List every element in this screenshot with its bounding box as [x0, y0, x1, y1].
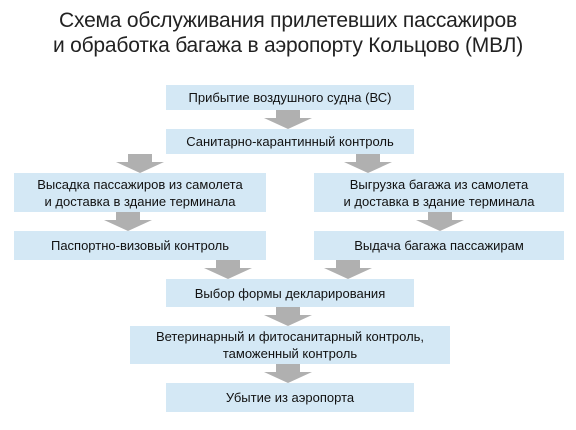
arrow-quarantine-to-disembark: [116, 154, 164, 173]
arrow-quarantine-to-unload: [344, 154, 392, 173]
title-line-2: и обработка багажа в аэропорту Кольцово …: [52, 34, 524, 57]
node-declaration: Выбор формы декларирования: [166, 279, 414, 307]
node-passport: Паспортно-визовый контроль: [14, 231, 266, 260]
arrow-unload-to-claim: [416, 212, 464, 231]
arrow-claim-to-declaration: [324, 260, 372, 279]
arrow-passport-to-declaration: [204, 260, 252, 279]
arrow-vet-to-departure: [264, 364, 312, 383]
arrow-disembark-to-passport: [104, 212, 152, 231]
diagram-title: Схема обслуживания прилетевших пассажиро…: [0, 8, 576, 58]
arrow-arrival-to-quarantine: [264, 110, 312, 129]
node-disembark: Высадка пассажиров из самолета и доставк…: [14, 173, 266, 212]
node-quarantine: Санитарно-карантинный контроль: [166, 129, 414, 154]
node-arrival: Прибытие воздушного судна (ВС): [166, 85, 414, 110]
node-departure: Убытие из аэропорта: [166, 383, 414, 412]
title-line-1: Схема обслуживания прилетевших пассажиро…: [59, 9, 517, 32]
node-baggage-claim: Выдача багажа пассажирам: [314, 231, 564, 260]
node-vet-customs: Ветеринарный и фитосанитарный контроль, …: [130, 326, 450, 364]
arrow-declaration-to-vet: [264, 307, 312, 326]
node-unload: Выгрузка багажа из самолета и доставка в…: [314, 173, 564, 212]
